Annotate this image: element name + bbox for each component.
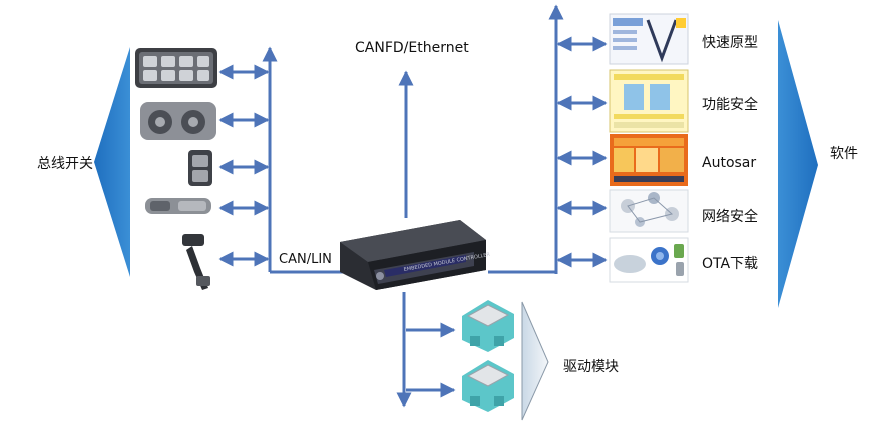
- ecu-controller-image: EMBEDDED MODULE CONTROLLER: [340, 220, 491, 290]
- drive-module-label: 驱动模块: [563, 359, 619, 375]
- light-switch-image: [140, 102, 216, 140]
- software-item-autosar: Autosar: [702, 155, 757, 171]
- rapid-prototype-thumbnail: [609, 13, 689, 65]
- pedal-image: [182, 234, 210, 290]
- network-security-thumbnail: [609, 189, 689, 233]
- software-item-ota-download: OTA下载: [702, 256, 759, 272]
- functional-safety-thumbnail: [609, 69, 689, 133]
- autosar-thumbnail: [610, 134, 688, 186]
- bus-switch-triangle: [94, 47, 130, 277]
- software-label: 软件: [830, 146, 858, 162]
- drive-module-image-1: [462, 300, 514, 352]
- software-item-network-security: 网络安全: [702, 209, 758, 225]
- software-item-rapid-prototype: 快速原型: [702, 35, 758, 51]
- drive-module-image-2: [462, 360, 514, 412]
- window-switch-image: [188, 150, 212, 186]
- ota-download-thumbnail: [609, 237, 689, 283]
- can-lin-label: CAN/LIN: [279, 252, 332, 267]
- bus-switch-label: 总线开关: [37, 156, 93, 172]
- software-triangle: [778, 20, 818, 308]
- stalk-switch-image: [145, 198, 211, 214]
- canfd-ethernet-label: CANFD/Ethernet: [355, 40, 469, 56]
- drive-module-triangle: [521, 301, 549, 421]
- switch-panel-image: [135, 48, 217, 88]
- software-item-functional-safety: 功能安全: [702, 97, 758, 113]
